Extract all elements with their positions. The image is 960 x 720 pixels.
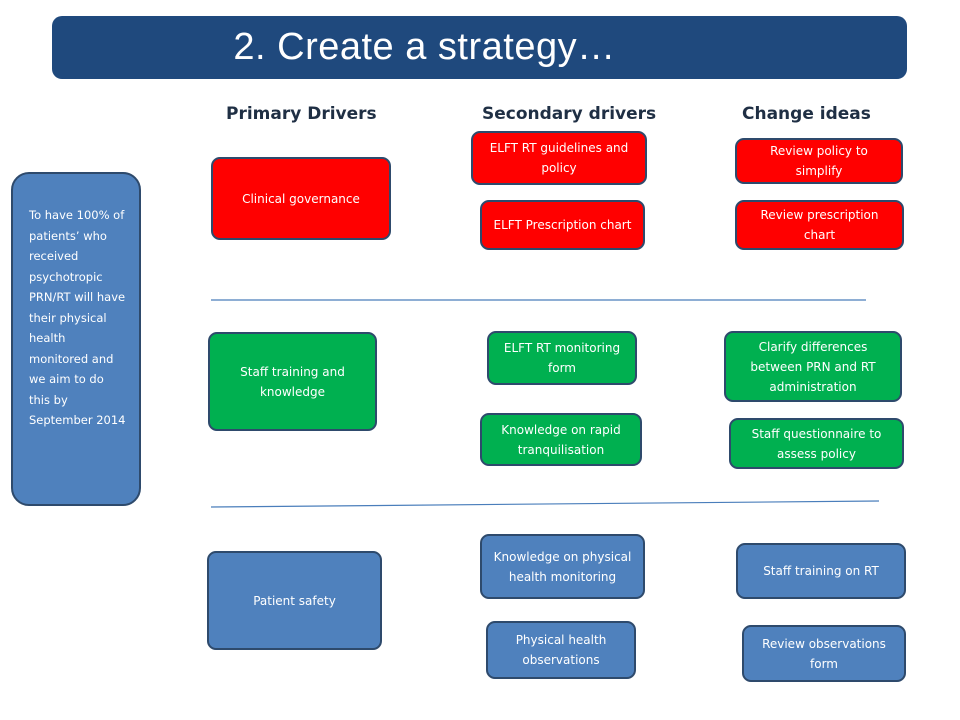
change-idea-staff-training-rt: Staff training on RT (736, 543, 906, 599)
secondary-driver-prescription-chart: ELFT Prescription chart (480, 200, 645, 250)
secondary-driver-rt-guidelines: ELFT RT guidelines and policy (471, 131, 647, 185)
primary-driver-clinical-governance: Clinical governance (211, 157, 391, 240)
secondary-driver-physical-health-observations: Physical health observations (486, 621, 636, 679)
change-idea-staff-questionnaire: Staff questionnaire to assess policy (729, 418, 904, 469)
divider-line-2 (210, 500, 880, 508)
secondary-driver-physical-health-knowledge: Knowledge on physical health monitoring (480, 534, 645, 599)
secondary-driver-rapid-tranquilisation: Knowledge on rapid tranquilisation (480, 413, 642, 466)
header-primary-drivers: Primary Drivers (226, 104, 377, 124)
slide-title: 2. Create a strategy… (233, 26, 616, 68)
header-change-ideas: Change ideas (742, 104, 871, 124)
secondary-driver-monitoring-form: ELFT RT monitoring form (487, 331, 637, 385)
title-banner: 2. Create a strategy… (52, 16, 907, 79)
primary-driver-staff-training: Staff training and knowledge (208, 332, 377, 431)
header-secondary-drivers: Secondary drivers (482, 104, 657, 124)
change-idea-review-prescription-chart: Review prescription chart (735, 200, 904, 250)
aim-statement: To have 100% of patients’ who received p… (11, 172, 141, 506)
change-idea-clarify-differences: Clarify differences between PRN and RT a… (724, 331, 902, 402)
primary-driver-patient-safety: Patient safety (207, 551, 382, 650)
change-idea-review-observations-form: Review observations form (742, 625, 906, 682)
change-idea-review-policy: Review policy to simplify (735, 138, 903, 184)
